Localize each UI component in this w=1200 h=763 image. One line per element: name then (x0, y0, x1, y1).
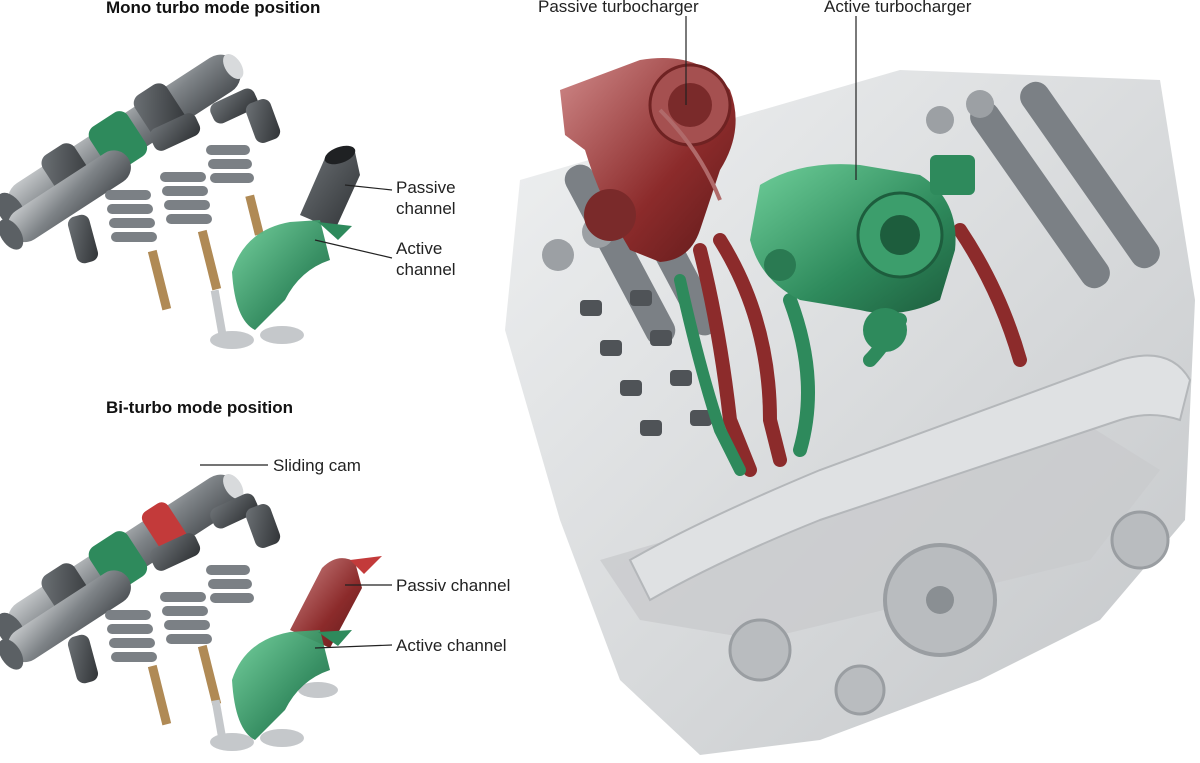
mono-active-channel-label: Active channel (396, 239, 456, 279)
bi-valve-module (0, 464, 393, 751)
passive-turbocharger (560, 58, 736, 262)
active-turbocharger (750, 155, 975, 352)
bi-passive-channel-label: Passiv channel (396, 576, 511, 595)
mono-passive-channel-label: Passive channel (396, 178, 456, 218)
bi-mode-title: Bi-turbo mode position (106, 398, 293, 417)
active-turbocharger-label: Active turbocharger (824, 0, 972, 16)
bi-active-channel-label: Active channel (396, 636, 507, 655)
mono-valve-module (0, 53, 393, 349)
engine-illustration (505, 16, 1195, 755)
mono-mode-title: Mono turbo mode position (106, 0, 321, 17)
passive-turbocharger-label: Passive turbocharger (538, 0, 699, 16)
sliding-cam-label: Sliding cam (273, 456, 361, 475)
